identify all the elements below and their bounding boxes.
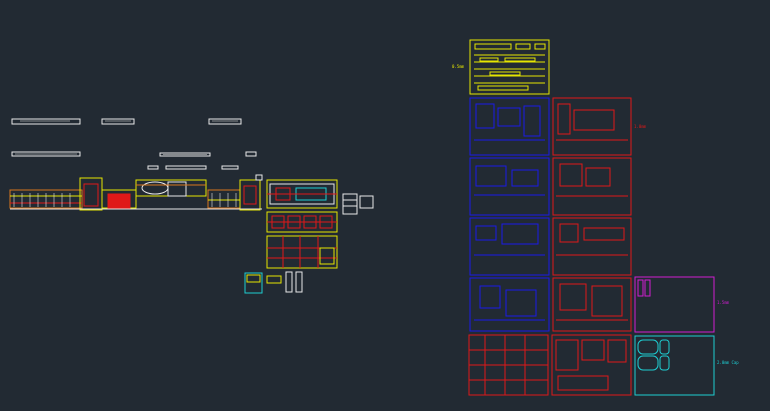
plan-top[interactable] — [266, 179, 338, 209]
red-sheet — [552, 217, 632, 276]
sheet-column-blue[interactable] — [469, 97, 550, 332]
red-sheet — [552, 157, 632, 216]
section-strip — [165, 165, 207, 170]
section-strip — [11, 118, 81, 125]
section-strip — [11, 151, 81, 157]
label-yellow-sheet: 0.5mm — [452, 64, 465, 69]
sheet-column-red[interactable] — [468, 97, 632, 396]
label-magenta-sheet: 1.5mm — [717, 300, 730, 305]
blue-sheet — [469, 217, 550, 276]
section-strips-white[interactable] — [11, 118, 257, 170]
section-strip — [101, 118, 135, 125]
plan-bottom[interactable] — [266, 235, 338, 269]
sheet-magenta[interactable] — [634, 276, 715, 333]
red-sheet — [552, 277, 632, 332]
section-strip — [147, 165, 159, 170]
section-strip — [159, 152, 211, 157]
section-strip — [208, 118, 242, 125]
long-elevation[interactable] — [9, 174, 263, 211]
label-red-column: 1.0mm — [634, 124, 647, 129]
red-sheet — [552, 97, 632, 156]
sheet-cyan[interactable] — [634, 335, 715, 396]
blue-sheet — [469, 157, 550, 216]
blue-sheet — [469, 277, 550, 332]
sheet-yellow[interactable] — [469, 39, 550, 95]
red-fill-block — [107, 193, 131, 209]
label-cyan-sheet: 2.0mm Cap — [717, 360, 739, 365]
small-details[interactable] — [244, 193, 374, 294]
section-strip — [221, 165, 239, 170]
section-strip — [245, 151, 257, 157]
blue-sheet — [469, 97, 550, 156]
red-sheet — [551, 334, 632, 396]
plan-middle[interactable] — [266, 211, 338, 233]
